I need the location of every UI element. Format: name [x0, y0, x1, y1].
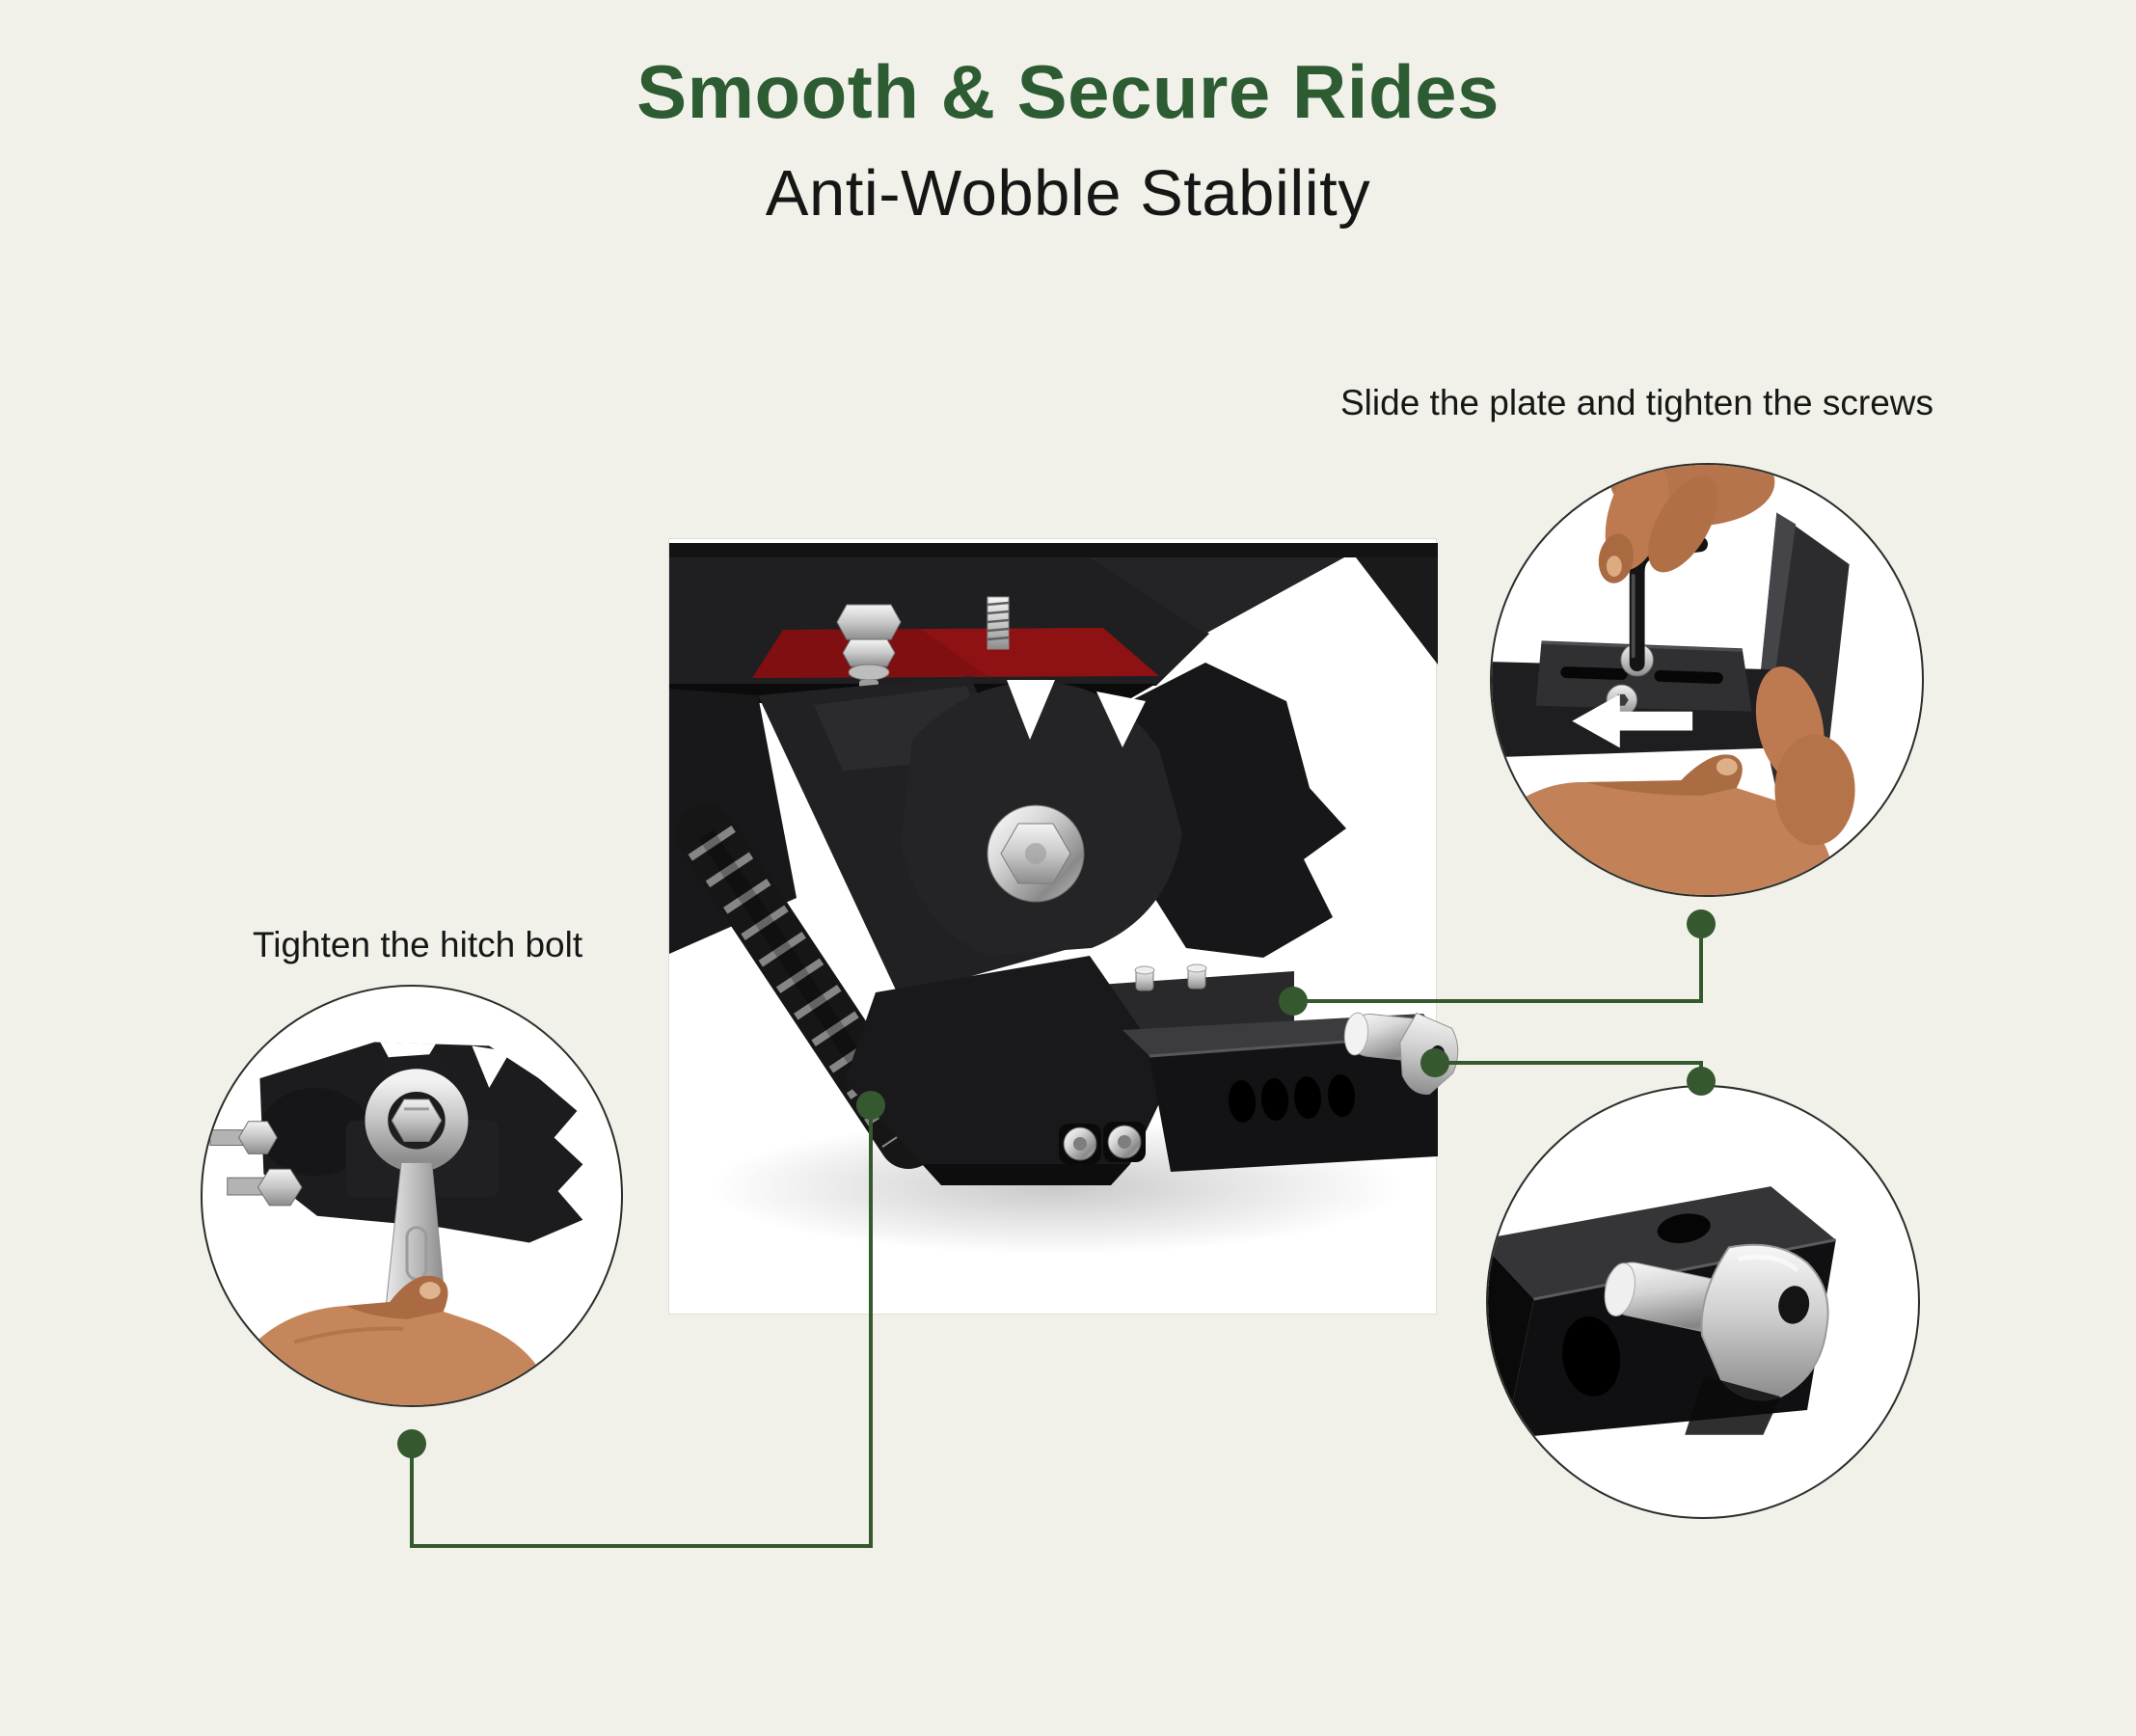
label-hitch-bolt: Tighten the hitch bolt [253, 925, 583, 964]
hitch-tube-front [1149, 1035, 1438, 1172]
hitch-tube-holes [1228, 1074, 1356, 1123]
cam-notch-2 [1096, 692, 1146, 747]
plate-slot-right [1654, 670, 1723, 685]
label-slide-plate: Slide the plate and tighten the screws [1340, 383, 1933, 422]
mount-plate-step [1092, 557, 1344, 634]
hitch-pin-illustration [1488, 1186, 1837, 1447]
plate-studs [1134, 963, 1207, 991]
tube-top-face [1488, 1186, 1836, 1300]
pin-handle-hole [1778, 1286, 1810, 1324]
pivot-hex-bolt [987, 804, 1085, 903]
cam-notch-1 [1007, 680, 1055, 740]
page-subtitle: Anti-Wobble Stability [765, 157, 1371, 230]
inset-hitch-pin-photo [1486, 1085, 1920, 1519]
inset-slide-plate-photo [1490, 463, 1924, 897]
threaded-screw [987, 596, 1010, 650]
plate-hex-bolt [836, 604, 902, 692]
side-bolts [209, 1121, 303, 1207]
hitch-rack-illustration [669, 543, 1459, 1255]
pin-flag-handle [1700, 1243, 1829, 1401]
hitch-pin-closeup [1604, 1243, 1829, 1401]
left-arrow-icon [1572, 693, 1693, 748]
rack-rail-bar [669, 543, 1438, 557]
foot-lip [922, 1164, 1130, 1185]
clamp-knob [259, 1088, 371, 1177]
connector-hitch-pin [1435, 1061, 1703, 1078]
page-title: Smooth & Secure Rides [636, 49, 1500, 134]
tube-hole-front [1562, 1316, 1621, 1397]
connector-dot [397, 1429, 426, 1458]
chrome-screw-left [1059, 1124, 1101, 1164]
connector-dot [1687, 909, 1716, 938]
foot-bracket [845, 956, 1173, 1164]
hand-top [1598, 465, 1775, 583]
tube-bottom-shade [1685, 1375, 1781, 1435]
main-product-photo [668, 538, 1459, 1315]
slide-plate-illustration [1492, 465, 1855, 895]
clamp-notch-2 [472, 1045, 511, 1089]
rear-cam-plate [1115, 663, 1346, 958]
slide-plate [1535, 640, 1752, 712]
rail-right-wedge [1356, 557, 1438, 665]
plate-slot-left [1560, 666, 1628, 681]
tube-hole-top [1657, 1213, 1711, 1243]
chrome-screw-right [1103, 1122, 1146, 1162]
inset-hitch-bolt-photo [201, 985, 623, 1407]
frame-band-edge [1757, 512, 1797, 704]
hitch-bolt-illustration [209, 1042, 583, 1405]
